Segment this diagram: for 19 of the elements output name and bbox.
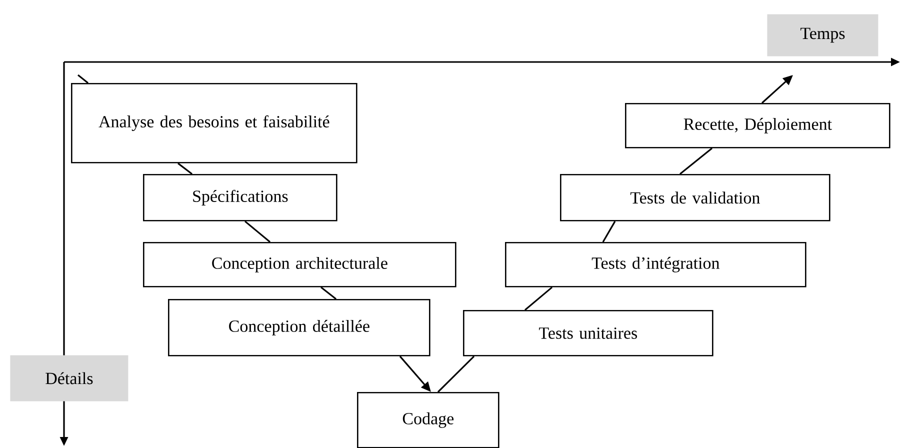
step-box: Tests de validation [560, 174, 830, 222]
step-box: Conception architecturale [143, 242, 456, 288]
connector-line [680, 148, 712, 175]
connector-line [602, 220, 616, 242]
connector-line [320, 286, 336, 300]
step-box: Tests unitaires [463, 310, 714, 356]
step-box: Codage [357, 392, 500, 448]
step-box: Spécifications [143, 174, 338, 222]
connector-line [437, 356, 475, 393]
connector-line [78, 74, 88, 84]
connector-line [524, 286, 553, 311]
axis-label: Temps [767, 14, 878, 56]
connector-line [244, 220, 271, 243]
step-box: Tests d’intégration [505, 242, 806, 288]
step-box: Conception détaillée [168, 299, 430, 356]
step-box: Recette, Déploiement [625, 103, 890, 148]
axis-label: Détails [10, 355, 128, 402]
step-box: Analyse des besoins et faisabilité [71, 83, 358, 164]
connector-line [178, 162, 192, 175]
